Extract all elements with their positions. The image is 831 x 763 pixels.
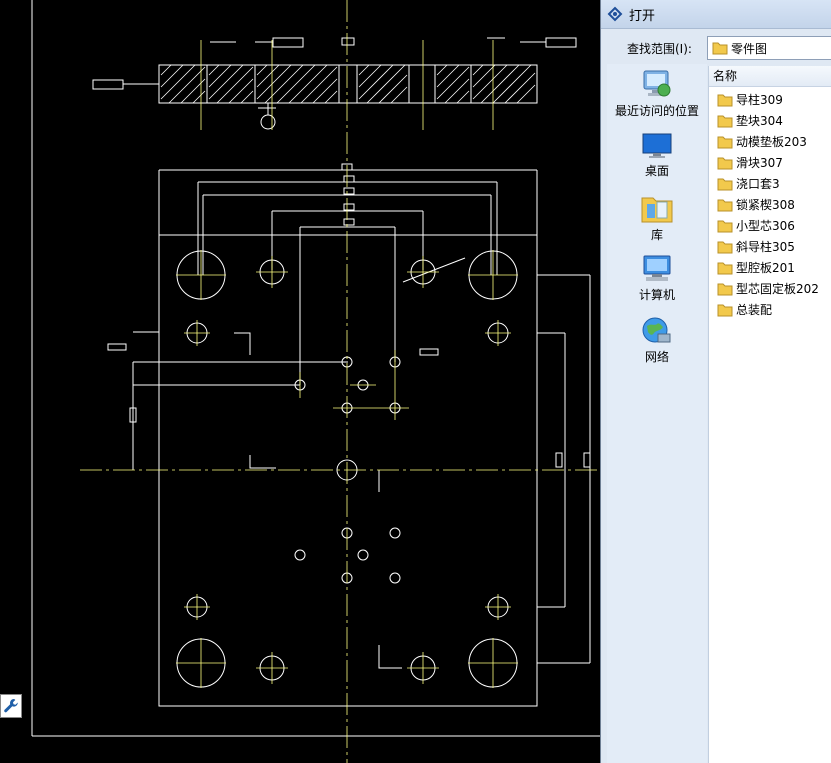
look-in-row: 查找范围(I): 零件图 <box>601 36 831 62</box>
look-in-dropdown[interactable]: 零件图 <box>707 36 831 60</box>
cad-drawing <box>31 0 601 763</box>
open-file-dialog: 打开 查找范围(I): 零件图 最近访问的位置 <box>600 0 831 763</box>
desktop-icon <box>642 133 672 158</box>
app-logo-icon <box>607 6 623 22</box>
folder-icon <box>717 220 733 232</box>
file-item[interactable]: 动模垫板203 <box>709 131 831 152</box>
file-item[interactable]: 斜导柱305 <box>709 236 831 257</box>
libraries-icon <box>641 197 673 223</box>
file-item-label: 型腔板201 <box>736 261 795 275</box>
folder-icon <box>717 283 733 295</box>
file-list: 名称 导柱309 垫块304 动模垫板203 滑块307 浇口套3 锁紧楔308… <box>708 66 831 763</box>
place-network[interactable]: 网络 <box>607 316 707 365</box>
place-libraries-label: 库 <box>650 228 663 242</box>
file-item-label: 小型芯306 <box>736 219 795 233</box>
look-in-value: 零件图 <box>731 41 768 56</box>
file-item-label: 浇口套3 <box>736 177 780 191</box>
cad-tool-button[interactable] <box>0 694 22 718</box>
file-item-label: 动模垫板203 <box>736 135 807 149</box>
column-header-name[interactable]: 名称 <box>709 66 831 87</box>
look-in-label: 查找范围(I): <box>627 42 692 56</box>
place-libraries[interactable]: 库 <box>607 192 707 243</box>
file-item-label: 滑块307 <box>736 156 783 170</box>
file-item[interactable]: 浇口套3 <box>709 173 831 194</box>
folder-icon <box>717 94 733 106</box>
folder-icon <box>717 199 733 211</box>
place-desktop-label: 桌面 <box>644 164 669 178</box>
file-item[interactable]: 型芯固定板202 <box>709 278 831 299</box>
folder-icon <box>717 241 733 253</box>
folder-icon <box>717 178 733 190</box>
dialog-title: 打开 <box>629 8 656 24</box>
file-item-label: 斜导柱305 <box>736 240 795 254</box>
place-recent[interactable]: 最近访问的位置 <box>607 68 707 119</box>
file-item[interactable]: 总装配 <box>709 299 831 320</box>
folder-icon <box>712 42 728 55</box>
file-item[interactable]: 垫块304 <box>709 110 831 131</box>
computer-icon <box>643 255 671 281</box>
wrench-icon <box>4 699 18 713</box>
file-item-label: 总装配 <box>736 303 773 317</box>
file-item[interactable]: 滑块307 <box>709 152 831 173</box>
file-item-label: 锁紧楔308 <box>736 198 795 212</box>
place-computer-label: 计算机 <box>638 288 675 302</box>
place-computer[interactable]: 计算机 <box>607 254 707 303</box>
folder-icon <box>717 115 733 127</box>
place-recent-label: 最近访问的位置 <box>614 104 699 118</box>
file-item[interactable]: 锁紧楔308 <box>709 194 831 215</box>
folder-icon <box>717 157 733 169</box>
file-item[interactable]: 导柱309 <box>709 89 831 110</box>
places-bar: 最近访问的位置 桌面 库 计算机 <box>607 64 707 763</box>
place-desktop[interactable]: 桌面 <box>607 132 707 179</box>
network-icon <box>642 317 671 343</box>
file-item-label: 型芯固定板202 <box>736 282 819 296</box>
cad-drawing-canvas[interactable] <box>0 0 601 763</box>
recent-places-icon <box>643 70 671 97</box>
folder-icon <box>717 136 733 148</box>
file-item-label: 导柱309 <box>736 93 783 107</box>
file-item[interactable]: 小型芯306 <box>709 215 831 236</box>
file-item-label: 垫块304 <box>736 114 783 128</box>
file-item[interactable]: 型腔板201 <box>709 257 831 278</box>
folder-icon <box>717 262 733 274</box>
dialog-title-bar[interactable]: 打开 <box>601 0 831 29</box>
folder-icon <box>717 304 733 316</box>
place-network-label: 网络 <box>644 350 669 364</box>
